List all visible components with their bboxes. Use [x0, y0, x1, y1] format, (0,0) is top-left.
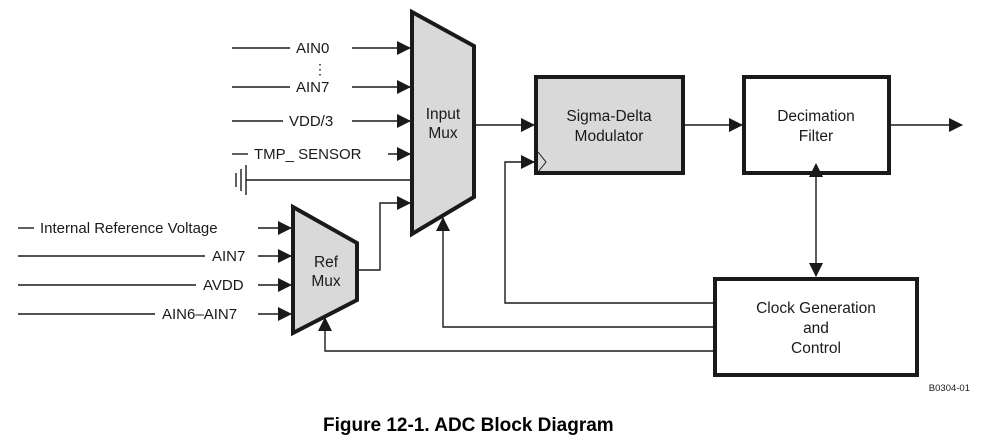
input-mux-label-2: Mux [428, 125, 458, 142]
ref-input-internal-ref: Internal Reference Voltage [18, 220, 292, 237]
label-ref-ain7: AIN7 [212, 248, 245, 265]
clock-to-refmux-wire [318, 317, 713, 352]
drawing-code: B0304-01 [929, 383, 970, 394]
label-avdd: AVDD [203, 277, 244, 294]
label-tmp-sensor: TMP_ SENSOR [254, 146, 362, 163]
decimation-label-2: Filter [799, 128, 833, 145]
input-ain0: AIN0 [232, 40, 411, 57]
figure-caption: Figure 12-1. ADC Block Diagram [323, 415, 614, 436]
refmux-to-inputmux-wire [357, 196, 411, 271]
sdm-label-2: Modulator [575, 128, 644, 145]
ground-icon [235, 165, 412, 195]
input-tmp-sensor: TMP_ SENSOR [232, 146, 411, 163]
ref-input-ain6-ain7: AIN6–AIN7 [18, 306, 292, 323]
clock-label-2: and [803, 320, 829, 337]
ellipsis-icon: ⋮ [313, 61, 327, 77]
clock-to-inputmux-wire [436, 217, 713, 328]
clock-to-sdm-wire [504, 155, 713, 304]
sdm-box [534, 75, 685, 175]
clock-input-icon [537, 151, 547, 173]
input-mux-shape [410, 8, 476, 238]
input-vdd3: VDD/3 [232, 113, 411, 130]
input-mux-label-1: Input [426, 106, 461, 123]
ref-mux-label-1: Ref [314, 254, 339, 271]
label-ain7: AIN7 [296, 79, 329, 96]
sigma-delta-modulator: Sigma-Delta Modulator [534, 75, 685, 175]
decimation-filter: Decimation Filter [742, 75, 891, 175]
label-ain0: AIN0 [296, 40, 329, 57]
input-mux: Input Mux [410, 8, 476, 238]
decimation-box [742, 75, 891, 175]
label-ain6-ain7: AIN6–AIN7 [162, 306, 237, 323]
label-internal-ref: Internal Reference Voltage [40, 220, 218, 237]
clock-generation-control: Clock Generation and Control [713, 277, 919, 377]
label-vdd3: VDD/3 [289, 113, 333, 130]
ref-mux-shape [291, 203, 359, 337]
clock-label-1: Clock Generation [756, 300, 876, 317]
ref-input-avdd: AVDD [18, 277, 292, 294]
ref-mux-label-2: Mux [311, 273, 341, 290]
decimation-label-1: Decimation [777, 108, 855, 125]
sdm-label-1: Sigma-Delta [566, 108, 652, 125]
clock-label-3: Control [791, 340, 841, 357]
input-ain7: AIN7 [232, 79, 411, 96]
clock-box [713, 277, 919, 377]
ref-input-ain7: AIN7 [18, 248, 292, 265]
ref-mux: Ref Mux [291, 203, 359, 337]
